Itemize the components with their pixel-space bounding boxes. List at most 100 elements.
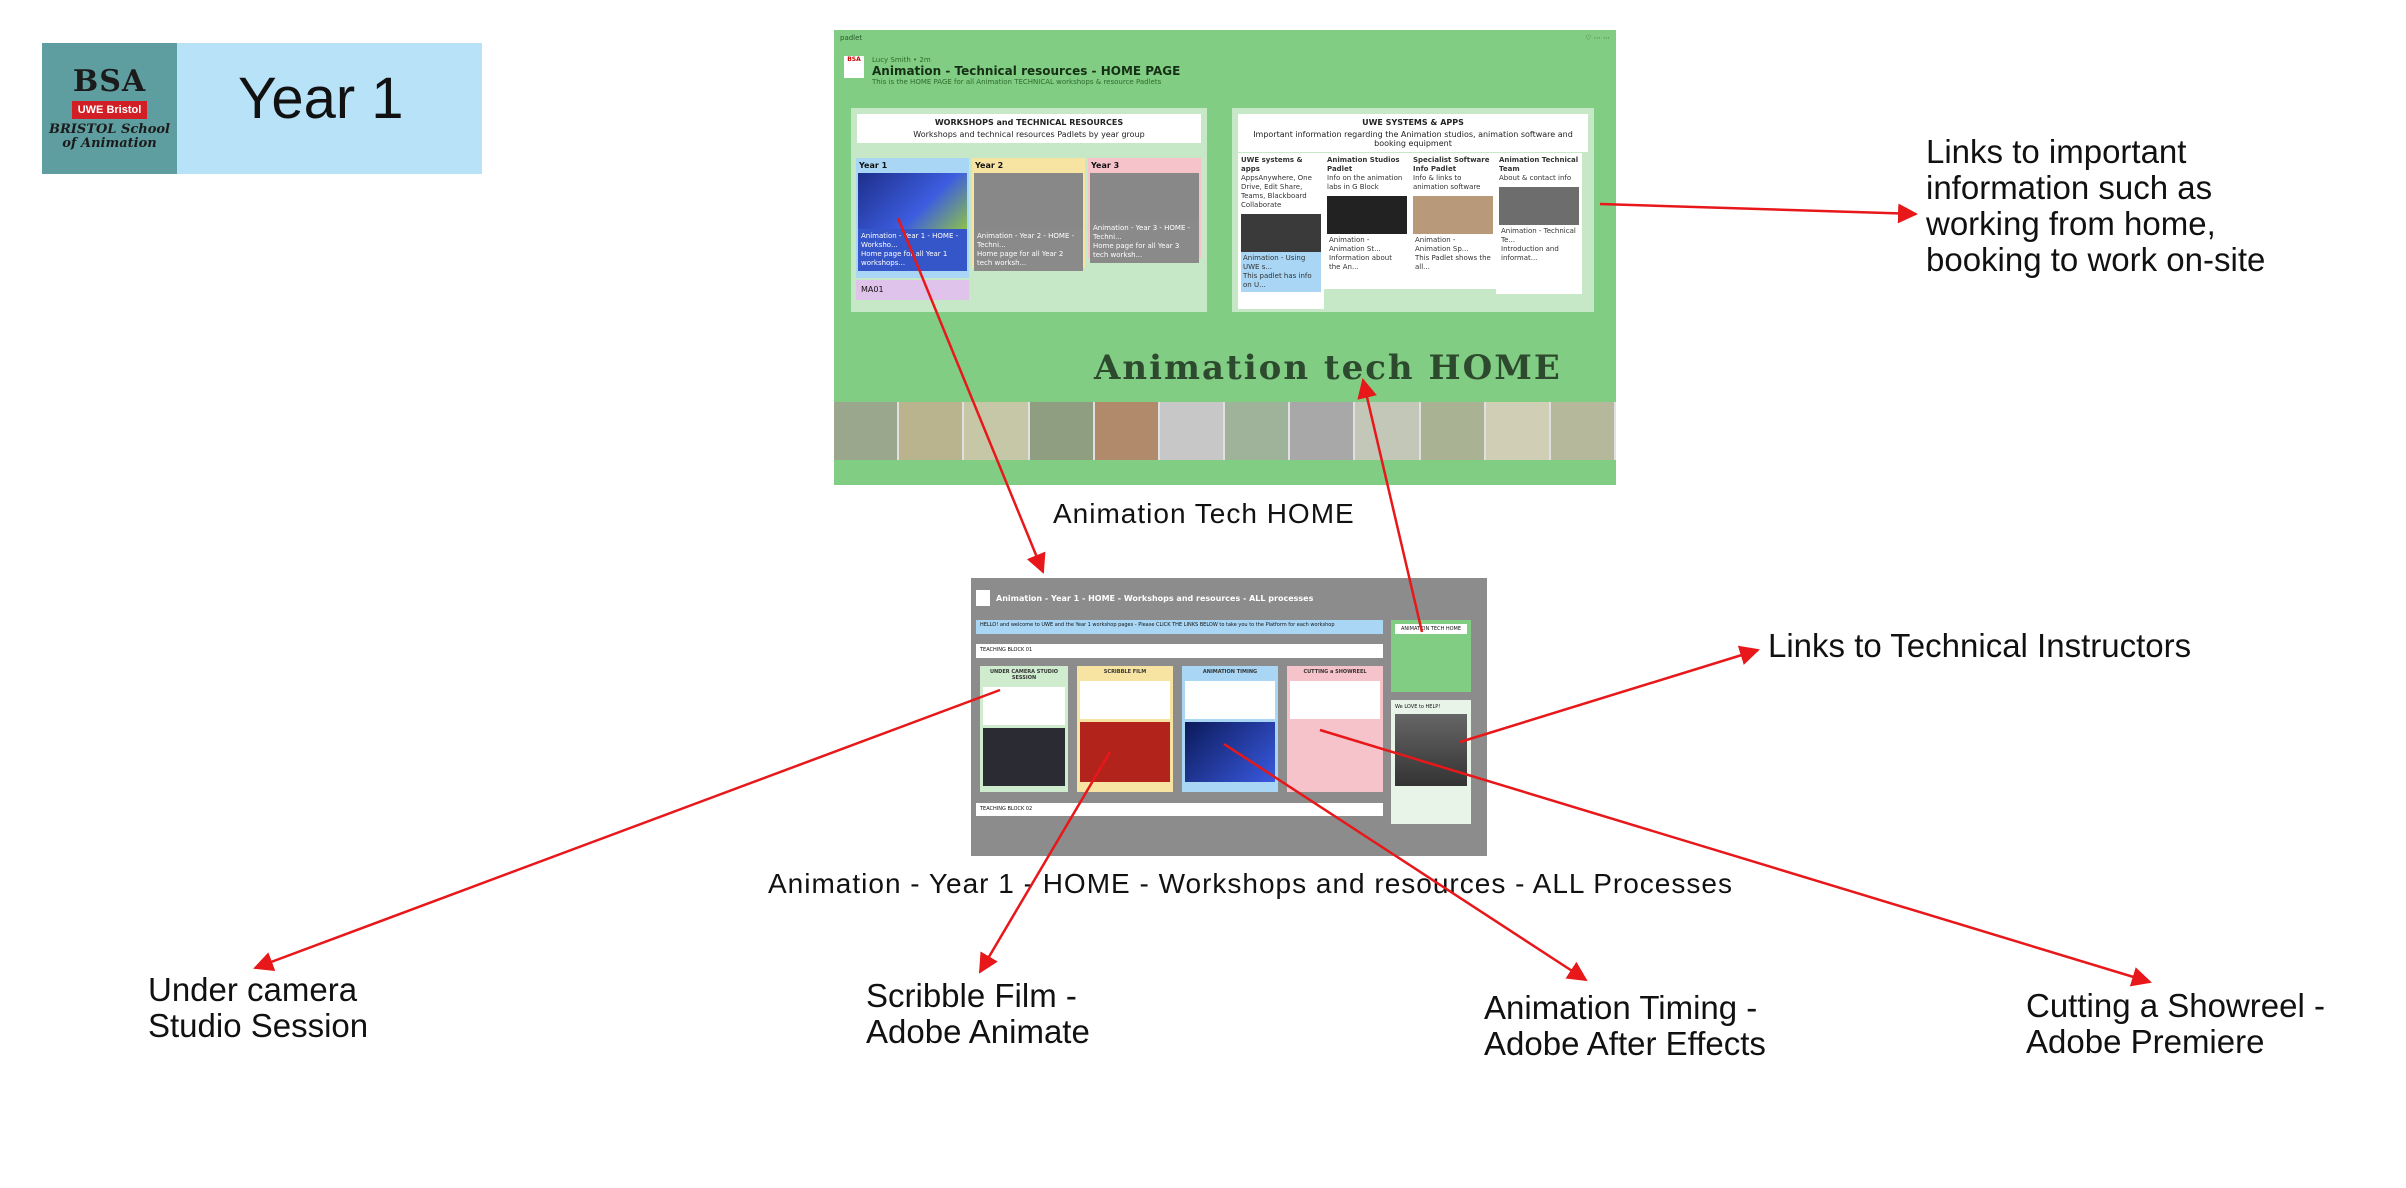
year1-thumbnail [858,173,967,229]
workshops-heading: WORKSHOPS and TECHNICAL RESOURCES [934,118,1124,127]
logo-letters: BSA [72,63,147,99]
timing-card[interactable] [1185,681,1275,719]
tech-home-side-panel[interactable]: ANIMATION TECH HOME [1391,620,1471,692]
showreel-column[interactable]: CUTTING a SHOWREEL [1287,666,1383,792]
year2-card-sub: Home page for all Year 2 tech worksh... [977,250,1064,267]
timing-thumbnail [1185,722,1275,782]
scribble-column[interactable]: SCRIBBLE FILM [1077,666,1173,792]
arrow-to-technical-instructors [1459,645,1760,744]
studios-card-sub: Information about the An... [1329,254,1392,271]
logo-school-line2: of Animation [62,135,157,151]
padlet-app-name: padlet [840,34,863,42]
year1-card-sub: Home page for all Year 1 workshops... [861,250,948,267]
logo-school-line1: BRISTOL School [49,121,170,137]
home-padlet-screenshot[interactable]: padlet ♡ ⋯ ⋯ BSA Lucy Smith • 2m Animati… [834,30,1616,485]
systems-heading: UWE SYSTEMS & APPS [1362,118,1464,127]
workshops-panel: WORKSHOPS and TECHNICAL RESOURCES Worksh… [851,108,1207,312]
timing-label: ANIMATION TIMING [1202,669,1258,675]
tech-team-thumbnail [1499,187,1579,225]
arrow-to-important-links [1599,202,1918,224]
padlet-topbar: padlet ♡ ⋯ ⋯ [834,30,1616,56]
year1-card-title: Animation - Year 1 - HOME - Worksho... [861,232,959,249]
note-technical-instructors: Links to Technical Instructors [1768,627,2192,664]
year1-padlet-screenshot[interactable]: Animation - Year 1 - HOME - Workshops an… [971,578,1487,856]
studios-card[interactable]: Animation - Animation St... Information … [1327,234,1407,274]
software-card-sub: This Padlet shows the all... [1415,254,1491,271]
under-camera-thumbnail [983,728,1065,786]
year1-caption: Animation - Year 1 - HOME - Workshops an… [768,868,1733,899]
tech-team-column[interactable]: Animation Technical Team About & contact… [1496,153,1582,294]
padlet-toolbar-icons: ♡ ⋯ ⋯ [1585,34,1610,42]
tech-team-label: Animation Technical Team [1499,156,1579,173]
home-caption: Animation Tech HOME [1053,498,1355,529]
animation-thumbnail-strip [834,402,1616,460]
year1-padlet-title: Animation - Year 1 - HOME - Workshops an… [996,594,1314,603]
year3-thumbnail [1090,173,1199,221]
arrow-year1-to-home [1357,378,1424,633]
year3-label: Year 3 [1091,161,1120,170]
timing-column[interactable]: ANIMATION TIMING [1182,666,1278,792]
year2-column[interactable]: Year 2 Animation - Year 2 - HOME - Techn… [972,158,1085,271]
note-under-camera: Under camera Studio Session [148,971,369,1044]
uwe-systems-card-sub: This padlet has info on U... [1243,272,1312,289]
ma01-item[interactable]: MA01 [856,280,969,300]
year3-card-title: Animation - Year 3 - HOME - Techni... [1093,224,1191,241]
workshops-subheading: Workshops and technical resources Padlet… [913,130,1145,139]
page-title: Year 1 [238,66,404,131]
year1-label: Year 1 [859,161,888,170]
year2-label: Year 2 [975,161,1004,170]
software-column[interactable]: Specialist Software Info Padlet Info & l… [1410,153,1496,289]
tech-team-text: About & contact info [1499,174,1572,182]
uwe-systems-card[interactable]: Animation - Using UWE s... This padlet h… [1241,252,1321,292]
arrow-to-animation-timing [1223,742,1588,982]
year3-column[interactable]: Year 3 Animation - Year 3 - HOME - Techn… [1088,158,1201,263]
year3-card[interactable]: Animation - Year 3 - HOME - Techni... Ho… [1090,221,1199,263]
year3-card-sub: Home page for all Year 3 tech worksh... [1093,242,1180,259]
scribble-card[interactable] [1080,681,1170,719]
software-card-title: Animation - Animation Sp... [1415,236,1469,253]
note-showreel: Cutting a Showreel - Adobe Premiere [2026,987,2325,1060]
help-side-panel[interactable]: We LOVE to HELP! [1391,700,1471,824]
systems-subheading: Important information regarding the Anim… [1253,130,1573,148]
note-scribble-film: Scribble Film - Adobe Animate [866,977,1090,1050]
uwe-systems-text: AppsAnywhere, One Drive, Edit Share, Tea… [1241,174,1312,209]
logo-brand: UWE Bristol [71,100,148,119]
teaching-block-1: TEACHING BLOCK 01 [976,644,1383,658]
arrow-to-scribble-film [978,751,1112,974]
under-camera-column[interactable]: UNDER CAMERA STUDIO SESSION [980,666,1068,792]
padlet-header: BSA Lucy Smith • 2m Animation - Technica… [834,56,1616,86]
year1-card[interactable]: Animation - Year 1 - HOME - Worksho... H… [858,229,967,271]
systems-panel-heading: UWE SYSTEMS & APPS Important information… [1238,114,1588,152]
studios-text: Info on the animation labs in G Block [1327,174,1403,191]
scribble-thumbnail [1080,722,1170,782]
uwe-systems-thumbnail [1241,214,1321,252]
year1-column[interactable]: Year 1 Animation - Year 1 - HOME - Works… [856,158,969,278]
bsa-logo: BSA UWE Bristol BRISTOL School of Animat… [42,43,177,174]
tech-team-card-title: Animation - Technical Te... [1501,227,1576,244]
showreel-label: CUTTING a SHOWREEL [1303,669,1367,675]
year2-card[interactable]: Animation - Year 2 - HOME - Techni... Ho… [974,229,1083,271]
uwe-systems-column[interactable]: UWE systems & apps AppsAnywhere, One Dri… [1238,153,1324,309]
studios-card-title: Animation - Animation St... [1329,236,1381,253]
tech-team-card[interactable]: Animation - Technical Te... Introduction… [1499,225,1579,265]
note-animation-timing: Animation Timing - Adobe After Effects [1484,989,1766,1062]
padlet-subtitle: This is the HOME PAGE for all Animation … [872,78,1162,86]
instructor-photos [1395,714,1467,786]
year-header: BSA UWE Bristol BRISTOL School of Animat… [42,43,482,174]
arrow-to-under-camera [253,688,1001,972]
bsa-small-logo-icon [976,590,990,606]
bsa-small-logo-icon: BSA [844,56,864,78]
home-banner: Animation tech HOME [1094,348,1562,388]
software-text: Info & links to animation software [1413,174,1481,191]
studios-column[interactable]: Animation Studios Padlet Info on the ani… [1324,153,1410,289]
under-camera-card[interactable] [983,687,1065,725]
padlet-title: Animation - Technical resources - HOME P… [872,64,1181,78]
software-card[interactable]: Animation - Animation Sp... This Padlet … [1413,234,1493,274]
arrow-home-to-year1 [896,217,1046,574]
studios-thumbnail [1327,196,1407,234]
showreel-card[interactable] [1290,681,1380,719]
year2-thumbnail [974,173,1083,229]
systems-panel: UWE SYSTEMS & APPS Important information… [1232,108,1594,312]
padlet-breadcrumb: Lucy Smith • 2m [872,56,931,64]
